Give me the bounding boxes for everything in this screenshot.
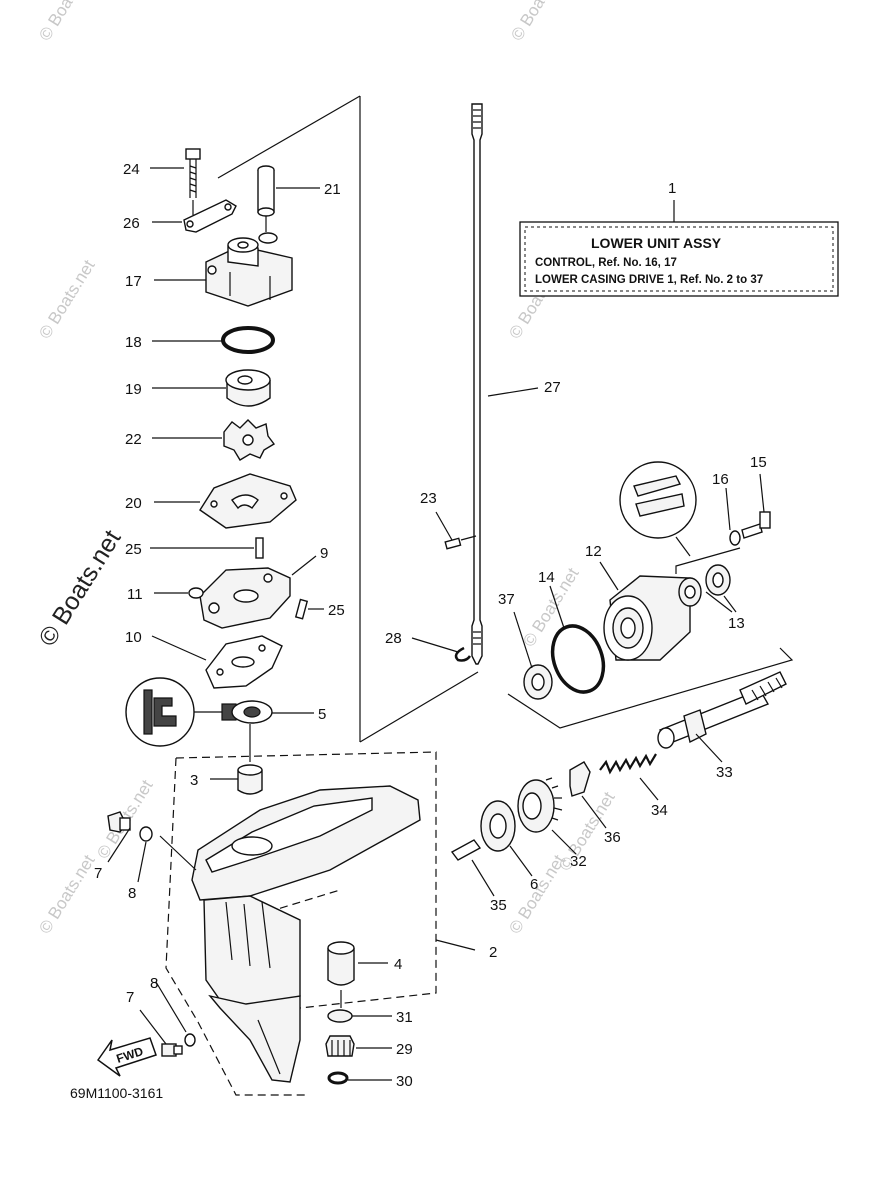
- title-box: 1 LOWER UNIT ASSY CONTROL, Ref. No. 16, …: [519, 180, 839, 297]
- callout-28: 28: [385, 630, 402, 647]
- callout-numbers: 24 21 26 17 18 19 22 20 25 9 11 25 10 5 …: [94, 161, 767, 1090]
- callout-27: 27: [544, 379, 561, 396]
- part-37-oil-seal: [523, 664, 553, 700]
- part-36-clutch: [569, 761, 591, 797]
- part-25-pin-lower: [294, 598, 309, 620]
- part-10-gasket: [205, 635, 283, 689]
- watermark-main: © Boats.net: [33, 525, 126, 651]
- callout-21: 21: [324, 181, 341, 198]
- part-28-clip: [454, 646, 472, 662]
- part-27-drive-shaft: [471, 103, 483, 665]
- callout-32: 32: [570, 853, 587, 870]
- leader-lines: [107, 167, 765, 1081]
- callout-19: 19: [125, 381, 142, 398]
- callout-8: 8: [128, 885, 136, 902]
- part-24-bolt: [185, 148, 201, 215]
- callout-15: 15: [750, 454, 767, 471]
- part-4-bushing: [327, 941, 355, 1008]
- callout-3: 3: [190, 772, 198, 789]
- callout-14: 14: [538, 569, 555, 586]
- part-33-propeller-shaft: [657, 671, 787, 749]
- part-6-bearing: [480, 800, 516, 852]
- part-8-washer-lower: [184, 1033, 196, 1047]
- diagram-code: 69M1100-3161: [70, 1085, 163, 1101]
- callout-7: 7: [94, 865, 102, 882]
- callout-23: 23: [420, 490, 437, 507]
- title-line-1: LOWER UNIT ASSY: [591, 235, 722, 251]
- watermark: © Boats.net: [507, 0, 570, 44]
- part-29-pinion: [325, 1035, 355, 1057]
- callout-31: 31: [396, 1009, 413, 1026]
- part-5-oil-seal: [125, 677, 273, 747]
- part-11-o-ring: [188, 587, 204, 599]
- part-22-impeller: [223, 419, 276, 461]
- callout-33: 33: [716, 764, 733, 781]
- part-17-pump-housing: [205, 232, 293, 307]
- part-14-o-ring: [550, 624, 606, 694]
- callout-7: 7: [126, 989, 134, 1006]
- part-12-cap-housing: [603, 575, 691, 661]
- part-25-pin-upper: [255, 537, 264, 559]
- guide-lines: [217, 95, 794, 743]
- callout-25: 25: [328, 602, 345, 619]
- part-23-pin: [444, 537, 462, 550]
- part-20-outer-plate: [199, 473, 297, 529]
- callout-10: 10: [125, 629, 142, 646]
- callout-12: 12: [585, 543, 602, 560]
- watermark: © Boats.net: [35, 0, 98, 44]
- callout-35: 35: [490, 897, 507, 914]
- callout-6: 6: [530, 876, 538, 893]
- callout-30: 30: [396, 1073, 413, 1090]
- callout-9: 9: [320, 545, 328, 562]
- part-35-shaft: [450, 839, 482, 861]
- lower-casing: [191, 785, 421, 1083]
- parts: [107, 103, 787, 1085]
- part-9-plate: [199, 567, 291, 629]
- part-32-gear: [517, 777, 563, 833]
- part-15-bolt: [741, 511, 771, 539]
- detail-callout-12: [619, 461, 697, 557]
- callout-29: 29: [396, 1041, 413, 1058]
- part-31-washer: [327, 1009, 353, 1023]
- callout-34: 34: [651, 802, 668, 819]
- part-26-plate: [183, 199, 237, 233]
- part-19-insert-cartridge: [225, 369, 271, 407]
- watermark: © Boats.net: [35, 256, 98, 342]
- callout-22: 22: [125, 431, 142, 448]
- callout-24: 24: [123, 161, 140, 178]
- part-8-washer-upper: [139, 826, 153, 842]
- watermark: © Boats.net: [35, 851, 98, 937]
- callout-26: 26: [123, 215, 140, 232]
- part-18-o-ring: [221, 326, 275, 354]
- callout-1: 1: [668, 180, 676, 197]
- callout-37: 37: [498, 591, 515, 608]
- part-16-washer: [729, 530, 741, 546]
- part-21-sleeve: [257, 165, 275, 232]
- title-line-3: LOWER CASING DRIVE 1, Ref. No. 2 to 37: [535, 274, 763, 286]
- callout-5: 5: [318, 706, 326, 723]
- callout-13: 13: [728, 615, 745, 632]
- callout-4: 4: [394, 956, 402, 973]
- part-7-screw-upper: [107, 811, 131, 833]
- callout-36: 36: [604, 829, 621, 846]
- callout-11: 11: [127, 586, 143, 603]
- part-34-spring: [599, 753, 657, 775]
- callout-17: 17: [125, 273, 142, 290]
- callout-8: 8: [150, 975, 158, 992]
- callout-16: 16: [712, 471, 729, 488]
- callout-2: 2: [489, 944, 497, 961]
- callout-18: 18: [125, 334, 142, 351]
- callout-25: 25: [125, 541, 142, 558]
- part-13-seals: [675, 547, 741, 607]
- part-3-sleeve: [237, 764, 263, 795]
- fwd-arrow: FWD: [96, 1037, 157, 1077]
- part-30-circlip: [327, 1071, 349, 1085]
- title-line-2: CONTROL, Ref. No. 16, 17: [535, 257, 677, 269]
- callout-20: 20: [125, 495, 142, 512]
- part-7-screw-lower: [161, 1043, 183, 1057]
